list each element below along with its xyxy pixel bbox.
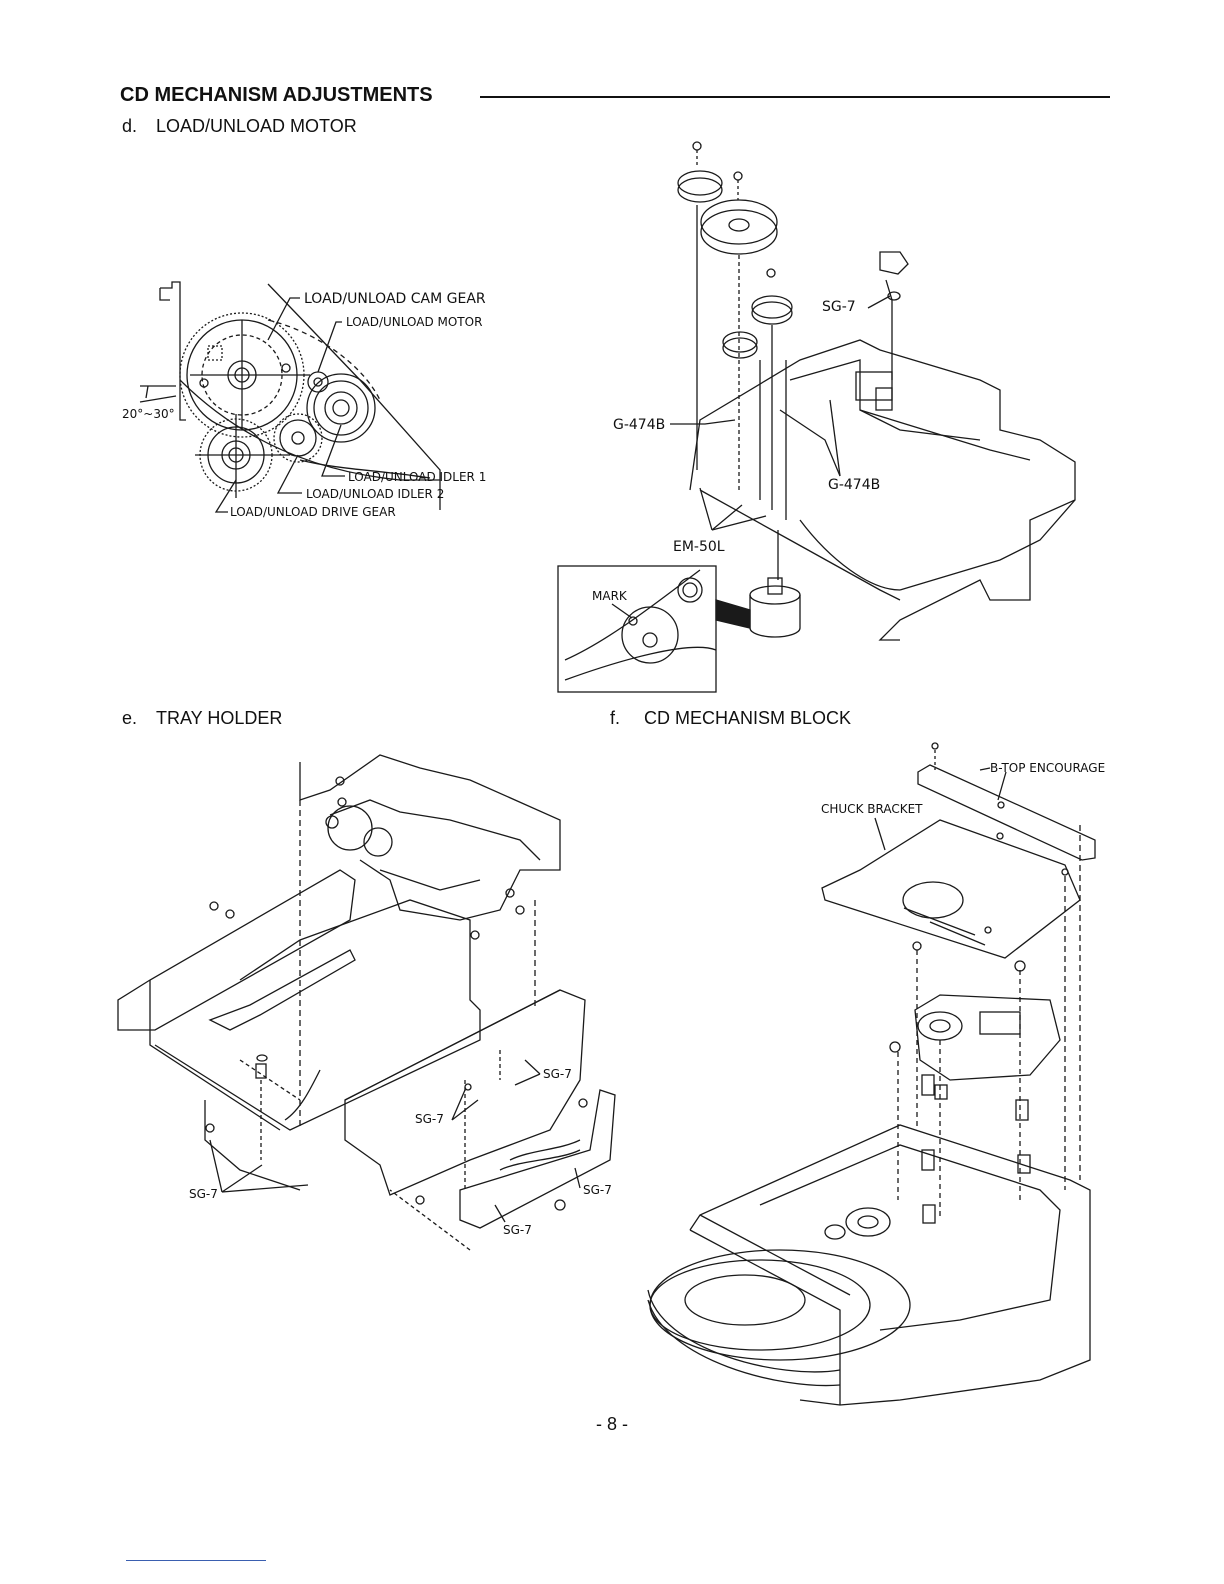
cd-mechanism-block-exploded (648, 743, 1095, 1405)
label-chuck-bracket: CHUCK BRACKET (821, 802, 923, 816)
label-mark: MARK (592, 589, 628, 603)
label-em50l: EM-50L (673, 539, 725, 555)
label-sg7-motor: SG-7 (822, 299, 856, 315)
mark-inset (558, 566, 750, 692)
label-sg7-e4: SG-7 (583, 1183, 612, 1197)
label-idler-2: LOAD/UNLOAD IDLER 2 (306, 487, 444, 501)
label-sg7-e5: SG-7 (503, 1223, 532, 1237)
label-load-unload-motor: LOAD/UNLOAD MOTOR (346, 315, 482, 329)
tray-holder-exploded (118, 755, 615, 1250)
label-sg7-e2: SG-7 (415, 1112, 444, 1126)
footer-rule (126, 1560, 266, 1561)
label-b-top-encourage: B-TOP ENCOURAGE (990, 761, 1105, 775)
label-g474b-right: G-474B (828, 477, 880, 493)
motor-assembly-exploded (670, 142, 1075, 640)
label-cam-gear: LOAD/UNLOAD CAM GEAR (304, 291, 486, 307)
label-angle: 20°~30° (122, 407, 175, 421)
page-number: - 8 - (0, 1414, 1224, 1435)
label-sg7-e3: SG-7 (189, 1187, 218, 1201)
label-drive-gear: LOAD/UNLOAD DRIVE GEAR (230, 505, 396, 519)
label-g474b-left: G-474B (613, 417, 665, 433)
label-sg7-e1: SG-7 (543, 1067, 572, 1081)
label-idler-1: LOAD/UNLOAD IDLER 1 (348, 470, 486, 484)
